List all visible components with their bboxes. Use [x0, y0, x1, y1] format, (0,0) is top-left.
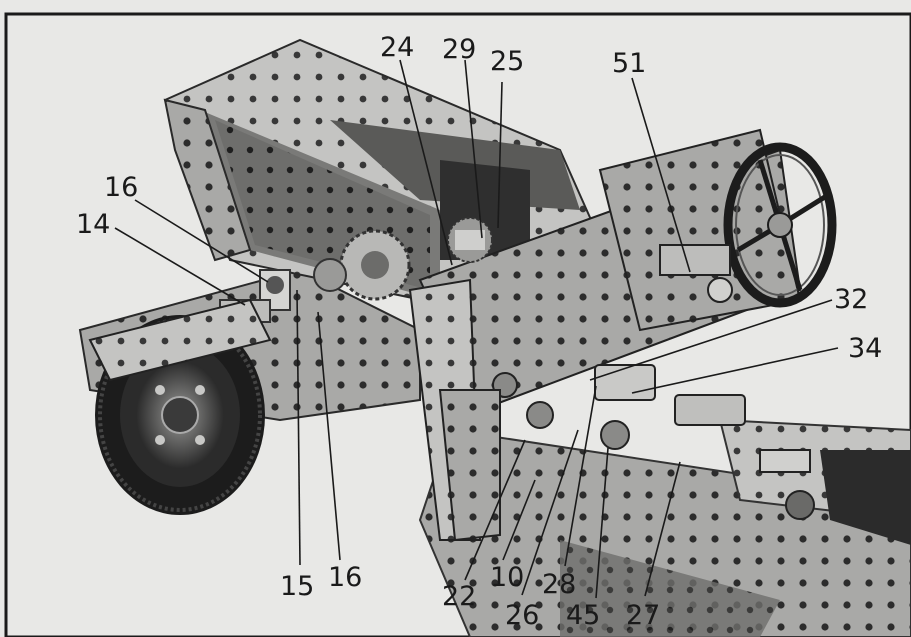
leader-15: [296, 289, 301, 566]
chassis-beam: [418, 418, 911, 637]
callout-45: 45: [566, 600, 600, 631]
steering-wheel: [659, 142, 837, 308]
leader-29: [464, 59, 483, 239]
wheel-mount: [88, 298, 272, 382]
leader-14: [114, 227, 246, 306]
leader-16a: [134, 199, 269, 283]
callout-15: 15: [280, 571, 314, 602]
image-frame: [4, 12, 911, 637]
callout-34: 34: [848, 333, 882, 364]
leader-27: [644, 461, 681, 597]
callout-32: 32: [834, 284, 868, 315]
callout-29: 29: [442, 34, 476, 65]
leader-28: [564, 385, 597, 567]
callout-16b: 16: [328, 562, 362, 593]
leader-32: [589, 299, 833, 381]
callout-leaders: [114, 59, 839, 599]
callout-16a: 16: [104, 172, 138, 203]
leader-45: [595, 447, 609, 599]
leader-34: [631, 347, 839, 394]
gear-assembly: [313, 217, 493, 301]
callout-51: 51: [612, 48, 646, 79]
leader-16b: [317, 311, 341, 561]
callout-22: 22: [442, 581, 476, 612]
front-lower-upright: [438, 389, 501, 542]
lower-mechanism: [492, 364, 815, 520]
leader-25: [497, 81, 503, 229]
leader-22: [464, 439, 526, 581]
leader-10: [502, 479, 536, 561]
callout-28: 28: [542, 569, 576, 600]
callout-10: 10: [490, 562, 524, 593]
leader-24: [399, 59, 453, 266]
callout-24: 24: [380, 32, 414, 63]
callout-25: 25: [490, 46, 524, 77]
callout-14: 14: [76, 209, 110, 240]
callout-labels: 16 14 24 29 25 51 32 34 15 16 22 10 26 2…: [76, 32, 882, 631]
callout-27: 27: [626, 600, 660, 631]
leader-51: [631, 77, 691, 273]
callout-26: 26: [505, 600, 539, 631]
leader-26: [521, 429, 579, 596]
